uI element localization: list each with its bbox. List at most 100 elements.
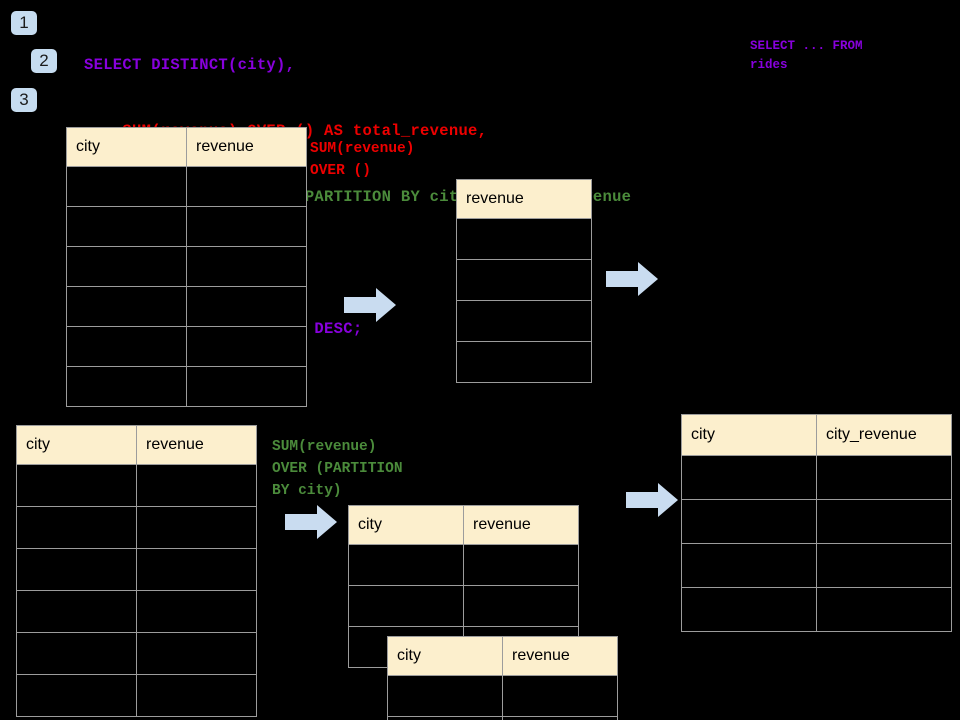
cell-revenue <box>502 716 618 720</box>
column-header-revenue: revenue <box>456 179 592 219</box>
cell-revenue <box>136 506 257 549</box>
table-row <box>16 548 257 591</box>
cell-city <box>16 464 137 507</box>
cell-revenue <box>186 206 307 247</box>
table-rides-source-bottom: city revenue <box>16 425 257 717</box>
label-sum-over-partition: SUM(revenue) OVER (PARTITION BY city) <box>272 439 403 499</box>
cell-city <box>348 544 464 586</box>
cell-revenue <box>463 544 579 586</box>
cell-city <box>348 585 464 627</box>
cell-city <box>66 166 187 207</box>
cell-city <box>16 506 137 549</box>
cell-revenue <box>136 674 257 717</box>
table-row <box>681 543 952 588</box>
cell-revenue <box>186 326 307 367</box>
cell-city <box>681 499 817 544</box>
cell-city <box>681 455 817 500</box>
table-row <box>456 300 592 342</box>
table-row <box>66 166 307 207</box>
table-row <box>387 716 618 720</box>
table-row <box>681 455 952 500</box>
table-row <box>348 544 579 586</box>
table-row <box>66 206 307 247</box>
column-header-revenue: revenue <box>186 127 307 167</box>
table-header-row: revenue <box>456 179 592 219</box>
table-row <box>66 326 307 367</box>
table-row <box>66 366 307 407</box>
table-row <box>16 590 257 633</box>
label-sum-over-empty: SUM(revenue) OVER () <box>310 141 415 179</box>
column-header-city: city <box>348 505 464 545</box>
table-row <box>16 506 257 549</box>
table-row <box>16 464 257 507</box>
cell-revenue <box>502 675 618 717</box>
column-header-city: city <box>387 636 503 676</box>
cell-revenue <box>136 590 257 633</box>
table-header-row: city revenue <box>387 636 618 676</box>
table-final-result: city city_revenue <box>681 414 952 632</box>
cell-city <box>16 632 137 675</box>
table-row <box>16 674 257 717</box>
cell-city-revenue <box>816 587 952 632</box>
cell-city <box>66 286 187 327</box>
table-row <box>66 286 307 327</box>
sql-line-1: SELECT DISTINCT(city), <box>84 56 296 74</box>
column-header-revenue: revenue <box>136 425 257 465</box>
table-header-row: city revenue <box>348 505 579 545</box>
cell-city <box>681 543 817 588</box>
table-partition-group-front: city revenue <box>387 636 618 720</box>
cell-city <box>387 675 503 717</box>
step-badge-1[interactable]: 1 <box>11 11 37 35</box>
table-row <box>456 259 592 301</box>
column-header-revenue: revenue <box>502 636 618 676</box>
column-header-revenue: revenue <box>463 505 579 545</box>
table-header-row: city city_revenue <box>681 414 952 456</box>
step-badge-3[interactable]: 3 <box>11 88 37 112</box>
cell-city <box>387 716 503 720</box>
cell-revenue <box>186 166 307 207</box>
column-header-city: city <box>16 425 137 465</box>
table-row <box>348 585 579 627</box>
table-row <box>456 341 592 383</box>
cell-city-revenue <box>816 499 952 544</box>
cell-city <box>16 548 137 591</box>
cell-city <box>16 674 137 717</box>
cell-revenue <box>136 464 257 507</box>
table-row <box>681 587 952 632</box>
cell-revenue <box>456 341 592 383</box>
cell-revenue <box>186 366 307 407</box>
select-from-rides-note: SELECT ... FROM rides <box>750 39 863 72</box>
cell-revenue <box>456 218 592 260</box>
cell-revenue <box>186 246 307 287</box>
arrow-source-to-total-icon <box>344 288 396 322</box>
cell-revenue <box>456 259 592 301</box>
cell-city <box>16 590 137 633</box>
table-rides-source-top: city revenue <box>66 127 307 407</box>
step-badge-2[interactable]: 2 <box>31 49 57 73</box>
cell-city-revenue <box>816 455 952 500</box>
table-row <box>387 675 618 717</box>
column-header-city-revenue: city_revenue <box>816 414 952 456</box>
table-total-revenue: revenue <box>456 179 592 383</box>
cell-revenue <box>186 286 307 327</box>
cell-city <box>681 587 817 632</box>
arrow-total-to-result-icon <box>606 262 658 296</box>
table-header-row: city revenue <box>66 127 307 167</box>
cell-city <box>66 366 187 407</box>
cell-revenue <box>463 585 579 627</box>
cell-revenue <box>456 300 592 342</box>
cell-city <box>66 206 187 247</box>
arrow-partition-to-result-icon <box>626 483 678 517</box>
cell-city <box>66 326 187 367</box>
table-row <box>681 499 952 544</box>
table-partition-group-back: city revenue <box>348 505 579 668</box>
cell-revenue <box>136 632 257 675</box>
arrow-source-to-partition-icon <box>285 505 337 539</box>
table-header-row: city revenue <box>16 425 257 465</box>
cell-city <box>66 246 187 287</box>
cell-revenue <box>136 548 257 591</box>
table-row <box>16 632 257 675</box>
table-row <box>456 218 592 260</box>
column-header-city: city <box>66 127 187 167</box>
